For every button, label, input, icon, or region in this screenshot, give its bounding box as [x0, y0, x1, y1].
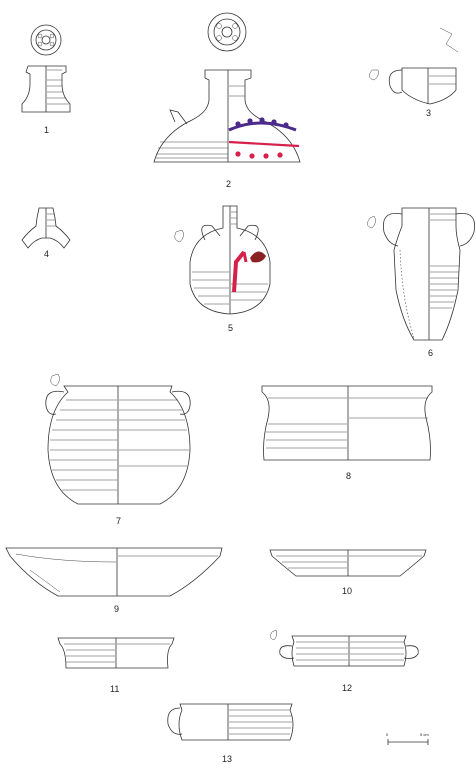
- label-7: 7: [116, 516, 121, 526]
- vessel-7-left-handle: [45, 390, 65, 415]
- vessel-5: [174, 205, 271, 315]
- vessel-2-top-view: [207, 12, 247, 52]
- vessel-4: [21, 207, 71, 249]
- label-13: 13: [222, 754, 232, 764]
- vessel-5-left-handle: [201, 224, 221, 241]
- vessel-2-profile: [153, 69, 301, 163]
- vessel-3: [369, 27, 459, 105]
- vessel-5-right-handle: [239, 224, 259, 241]
- label-11: 11: [110, 684, 119, 694]
- vessel-12-right-handle: [403, 645, 419, 659]
- vessel-6: [367, 207, 475, 341]
- label-9: 9: [114, 604, 119, 614]
- vessel-6-left-handle: [383, 213, 403, 247]
- vessel-7: [45, 373, 191, 505]
- vessel-1-profile: [21, 65, 71, 113]
- label-6: 6: [428, 348, 433, 358]
- vessel-5-painted-decoration: [232, 250, 266, 293]
- label-2: 2: [226, 179, 231, 189]
- vessel-6-right-handle: [455, 213, 475, 247]
- vessel-2-painted-decoration: [228, 117, 300, 159]
- label-10: 10: [342, 586, 352, 596]
- vessel-12: [270, 629, 419, 667]
- label-5: 5: [228, 323, 233, 333]
- vessel-1-top-view: [30, 24, 62, 56]
- vessel-3-sherd-detail: [439, 27, 459, 53]
- vessel-13-handle: [167, 707, 183, 735]
- label-3: 3: [426, 108, 431, 118]
- vessel-11: [57, 637, 175, 669]
- vessel-12-left-handle: [279, 645, 295, 659]
- vessel-8: [261, 385, 433, 461]
- vessel-13: [167, 703, 294, 741]
- vessel-3-handle: [388, 69, 403, 94]
- vessel-2: [153, 12, 301, 163]
- label-4: 4: [44, 249, 49, 259]
- vessel-2-spout: [169, 109, 188, 125]
- label-12: 12: [342, 683, 352, 693]
- scale-bar-start-label: 0: [386, 732, 389, 737]
- vessel-10: [269, 549, 427, 577]
- vessel-7-hatching: [50, 399, 189, 491]
- vessel-9: [5, 547, 223, 597]
- scale-bar: 0 5 cm: [386, 732, 429, 745]
- label-1: 1: [44, 125, 49, 135]
- vessel-7-right-handle: [171, 390, 191, 415]
- vessel-1: [21, 24, 71, 113]
- scale-bar-end-label: 5 cm: [420, 732, 429, 737]
- label-8: 8: [346, 471, 351, 481]
